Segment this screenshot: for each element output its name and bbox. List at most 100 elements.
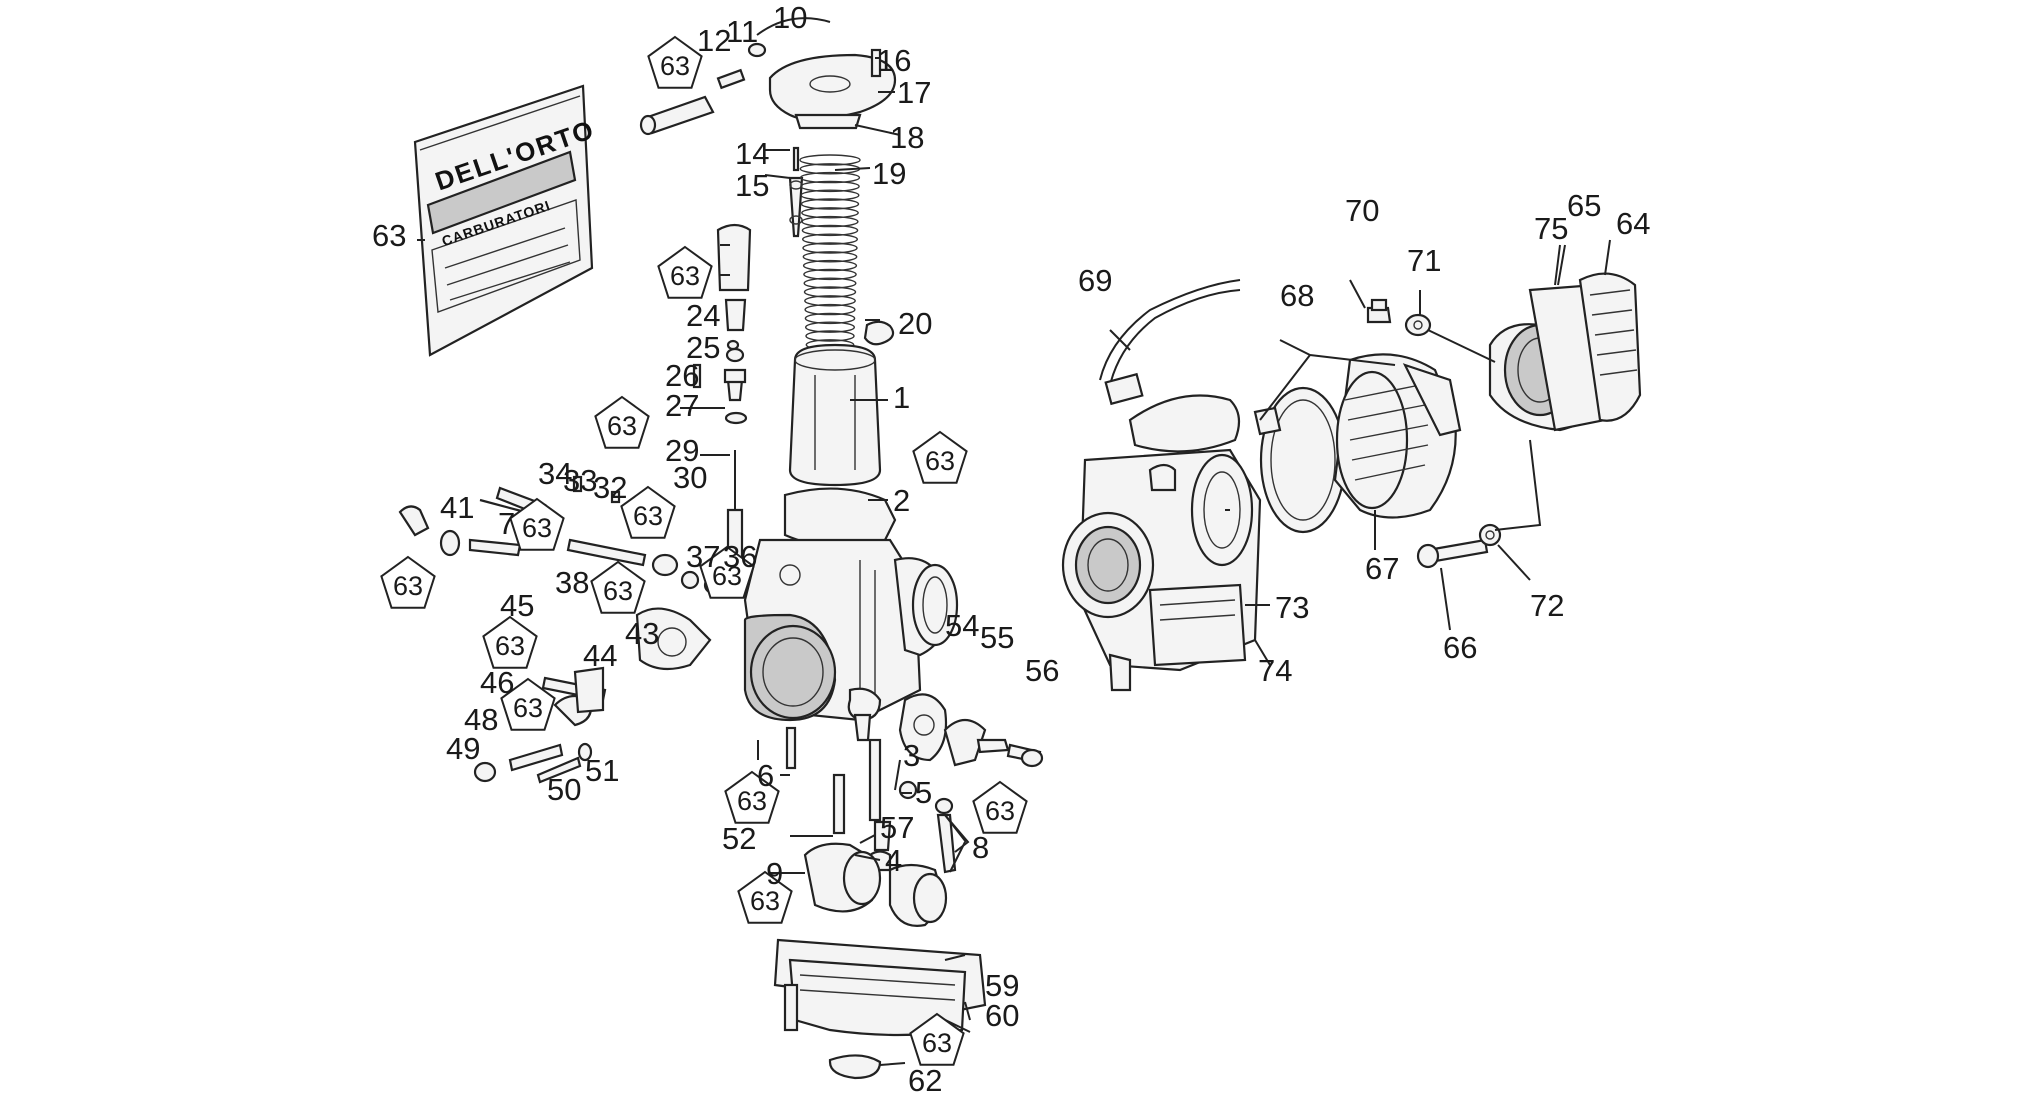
pentagon-badge: [909, 1012, 965, 1066]
callout-label-64: 64: [1616, 206, 1651, 241]
callout-label-71: 71: [1407, 243, 1442, 278]
callout-label-36: 36: [723, 539, 758, 574]
callout-label-48: 48: [464, 702, 499, 737]
spring-coil: [800, 180, 860, 193]
spring-coil: [799, 171, 861, 184]
spring-coil: [804, 295, 856, 307]
assembled-carburetor: [1061, 279, 1262, 692]
spring-coil: [800, 189, 860, 201]
callout-label-11: 11: [726, 14, 759, 49]
callout-label-46: 46: [480, 665, 515, 700]
pentagon-badge: [724, 770, 780, 824]
callout-label-72: 72: [1530, 588, 1565, 623]
spring-coil: [803, 286, 857, 298]
callout-label-74: 74: [1258, 653, 1293, 688]
pentagon-badge-label: 63: [924, 446, 956, 476]
callout-label-63: 63: [372, 218, 407, 253]
carburetor-body: [743, 487, 959, 742]
pentagon-badge: [912, 430, 968, 484]
callout-label-17: 17: [897, 75, 932, 110]
spring-coil: [802, 251, 858, 263]
pentagon-badge: [509, 497, 565, 551]
pentagon-badge-label: 63: [669, 261, 701, 291]
callout-label-43: 43: [625, 616, 660, 651]
callout-label-38: 38: [555, 565, 590, 600]
callout-label-29: 29: [665, 433, 700, 468]
pentagon-badge-label: 63: [659, 51, 691, 81]
callout-label-59: 59: [985, 968, 1020, 1003]
callout-label-62: 62: [908, 1063, 943, 1098]
callout-label-18: 18: [890, 120, 925, 155]
spring-coil: [802, 259, 858, 272]
callout-label-12: 12: [697, 23, 732, 58]
callout-label-24: 24: [686, 298, 721, 333]
spring-coil: [804, 312, 856, 325]
pentagon-badge-label: 63: [494, 631, 526, 661]
pentagon-badge-label: 63: [749, 886, 781, 916]
pentagon-badge-label: 63: [921, 1028, 953, 1058]
throttle-spring: [799, 154, 861, 351]
callout-label-44: 44: [583, 638, 618, 673]
callout-label-32: 32: [593, 470, 628, 505]
pentagon-badge: [500, 677, 556, 731]
spring-coil: [801, 224, 859, 237]
callout-label-33: 33: [563, 463, 598, 498]
spring-coil: [802, 242, 858, 254]
callout-label-2: 2: [893, 483, 911, 518]
pentagon-badge: [647, 35, 703, 89]
pentagon-badge: [482, 615, 538, 669]
callout-label-27: 27: [665, 388, 700, 423]
callout-label-67: 67: [1365, 551, 1400, 586]
callout-label-56: 56: [1025, 653, 1060, 688]
callout-label-3: 3: [903, 738, 921, 773]
callout-label-60: 60: [985, 998, 1020, 1033]
pentagon-badge-label: 63: [392, 571, 424, 601]
pentagon-badge-label: 63: [984, 796, 1016, 826]
callout-label-55: 55: [980, 620, 1015, 655]
callout-label-5: 5: [915, 775, 933, 810]
callout-label-26: 26: [665, 358, 700, 393]
top-cover-assembly: [639, 17, 897, 238]
pentagon-badge-label: 63: [711, 561, 743, 591]
pentagon-badge-label: 63: [632, 501, 664, 531]
spring-coil: [802, 233, 859, 245]
callout-label-19: 19: [872, 156, 907, 191]
callout-label-54: 54: [945, 608, 980, 643]
callout-label-75: 75: [1534, 211, 1569, 246]
callout-label-10: 10: [773, 0, 808, 35]
pentagon-badge: [972, 780, 1028, 834]
callout-label-45: 45: [500, 588, 535, 623]
spring-coil: [801, 207, 859, 219]
callout-label-15: 15: [735, 168, 770, 203]
callout-label-37: 37: [686, 539, 721, 574]
callout-label-69: 69: [1078, 263, 1113, 298]
throttle-slide: [788, 320, 895, 487]
pentagon-badge-label: 63: [606, 411, 638, 441]
callout-label-51: 51: [585, 753, 620, 788]
callout-label-25: 25: [686, 330, 721, 365]
clamp-and-manifold: [1253, 272, 1642, 569]
gasket-kit-package: [413, 84, 594, 357]
callout-label-8: 8: [972, 830, 990, 865]
callout-label-6: 6: [757, 758, 775, 793]
spring-coil: [804, 303, 856, 316]
spring-coil: [803, 277, 857, 289]
callout-label-65: 65: [1567, 188, 1602, 223]
callout-label-30: 30: [673, 460, 708, 495]
callout-label-57: 57: [880, 810, 915, 845]
pentagon-badge-label: 63: [602, 576, 634, 606]
pentagon-badge-label: 63: [512, 693, 544, 723]
callout-label-16: 16: [877, 43, 912, 78]
pentagon-badge: [657, 245, 713, 299]
callout-pentagons: [380, 35, 1028, 1066]
spring-coil: [799, 154, 861, 166]
leader-lines: [417, 57, 1611, 1066]
callout-label-41: 41: [440, 490, 475, 525]
pentagon-badge: [594, 395, 650, 449]
callout-label-68: 68: [1280, 278, 1315, 313]
float-bowl-assembly: [473, 607, 1044, 1080]
spring-coil: [801, 215, 859, 228]
callout-label-14: 14: [735, 136, 770, 171]
callout-label-34: 34: [538, 456, 573, 491]
